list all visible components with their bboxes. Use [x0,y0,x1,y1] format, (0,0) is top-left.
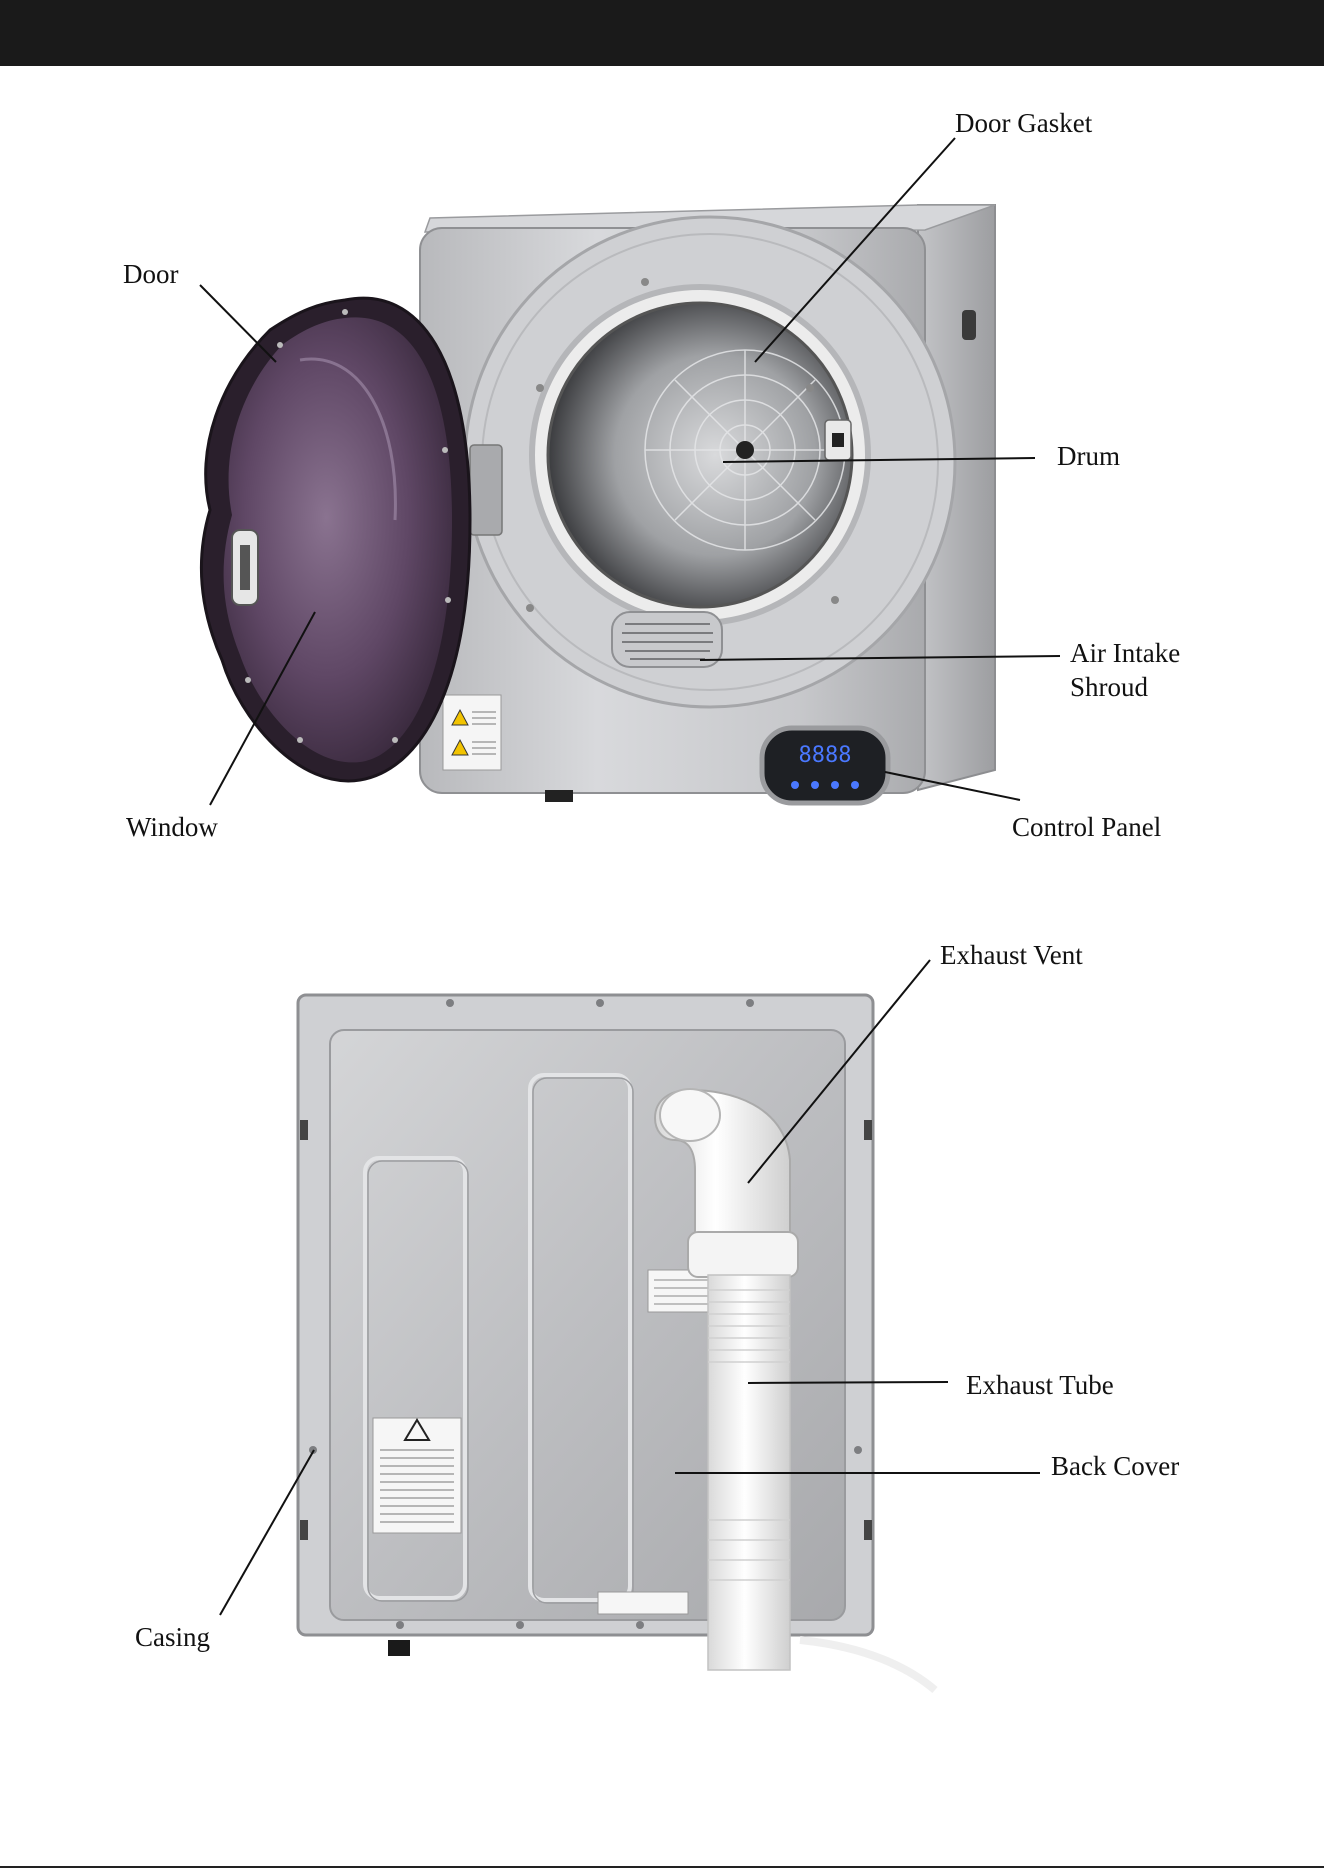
label-control-panel: Control Panel [1012,810,1161,844]
warning-sticker-back [373,1418,461,1533]
label-back-cover: Back Cover [1051,1449,1179,1483]
label-door-gasket: Door Gasket [955,106,1092,140]
label-exhaust-vent: Exhaust Vent [940,938,1083,972]
label-air-intake-line1: Air Intake [1070,636,1180,670]
label-exhaust-tube: Exhaust Tube [966,1368,1114,1402]
label-casing: Casing [135,1620,210,1654]
label-door: Door [123,257,179,291]
door-hinge [470,445,502,535]
label-air-intake-line2: Shroud [1070,670,1148,704]
display-digits: 8888 [799,743,852,768]
drum [548,303,852,607]
warning-sticker-front [443,695,501,770]
dryer-door [201,298,470,781]
footer-rule [0,1866,1324,1868]
back-dryer [298,995,935,1690]
label-window: Window [126,810,218,844]
label-drum: Drum [1057,439,1120,473]
front-dryer: 8888 [201,205,995,803]
